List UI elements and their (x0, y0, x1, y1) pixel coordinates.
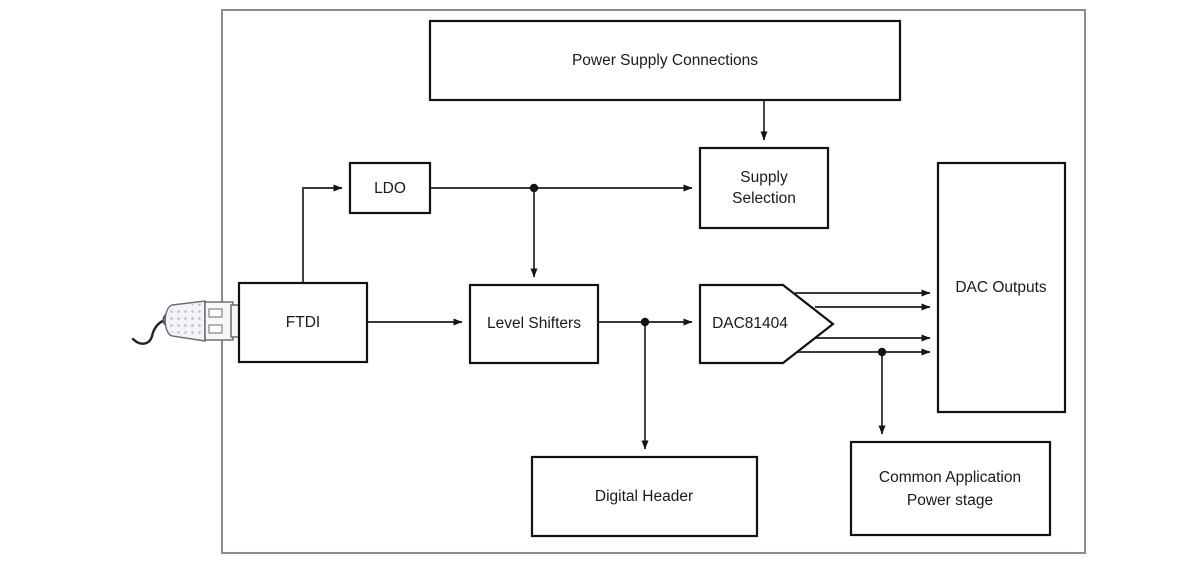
wire-ftdi-to-ldo (302, 184, 343, 283)
connection-layer (131, 100, 931, 450)
block-common-application-power-stage-rect[interactable] (849, 440, 1052, 537)
block-common-application-power-stage-label-line2: Power stage (907, 492, 993, 509)
usb-metal-shell-icon (204, 301, 234, 341)
block-supply-selection[interactable]: Supply Selection (698, 146, 830, 230)
block-dac-outputs-label: DAC Outputs (955, 279, 1047, 296)
block-common-application-power-stage-label-line1: Common Application (879, 469, 1021, 486)
block-supply-selection-label-line2: Selection (732, 190, 796, 207)
usb-contact-lower-icon (208, 324, 223, 334)
block-ftdi-rect[interactable] (237, 281, 369, 364)
block-digital-header-rect[interactable] (530, 455, 759, 538)
usb-connector (162, 300, 240, 342)
block-power-supply-connections[interactable]: Power Supply Connections (428, 19, 902, 102)
junction-level-shifter-branch (640, 317, 650, 327)
junction-dac-output-branch (877, 347, 887, 357)
block-level-shifters[interactable]: Level Shifters (468, 283, 600, 365)
block-common-application-power-stage[interactable]: Common Application Power stage (849, 440, 1052, 537)
block-ldo-label: LDO (374, 180, 406, 197)
block-power-supply-connections-rect[interactable] (428, 19, 902, 102)
usb-cable-wire (131, 318, 170, 345)
block-level-shifters-label: Level Shifters (487, 315, 581, 332)
usb-plug-body-texture (168, 303, 204, 339)
block-digital-header[interactable]: Digital Header (530, 455, 759, 538)
block-ftdi-label: FTDI (286, 314, 320, 331)
block-ldo[interactable]: LDO (348, 161, 432, 215)
block-power-supply-connections-label: Power Supply Connections (572, 52, 758, 69)
block-dac81404[interactable]: DAC81404 (698, 283, 835, 365)
block-dac-outputs[interactable]: DAC Outputs (936, 161, 1067, 414)
usb-plug-tip-icon (230, 304, 240, 338)
block-ftdi[interactable]: FTDI (237, 281, 369, 364)
block-level-shifters-rect[interactable] (468, 283, 600, 365)
usb-contact-upper-icon (208, 308, 223, 318)
block-ldo-rect[interactable] (348, 161, 432, 215)
diagram-outer-frame (221, 9, 1086, 554)
block-dac81404-label: DAC81404 (712, 315, 788, 332)
block-dac81404-pentagon[interactable] (698, 283, 835, 365)
block-supply-selection-label-line1: Supply (740, 169, 788, 186)
block-dac-outputs-rect[interactable] (936, 161, 1067, 414)
junction-ldo-branch (529, 183, 539, 193)
block-digital-header-label: Digital Header (595, 488, 693, 505)
block-supply-selection-rect[interactable] (698, 146, 830, 230)
